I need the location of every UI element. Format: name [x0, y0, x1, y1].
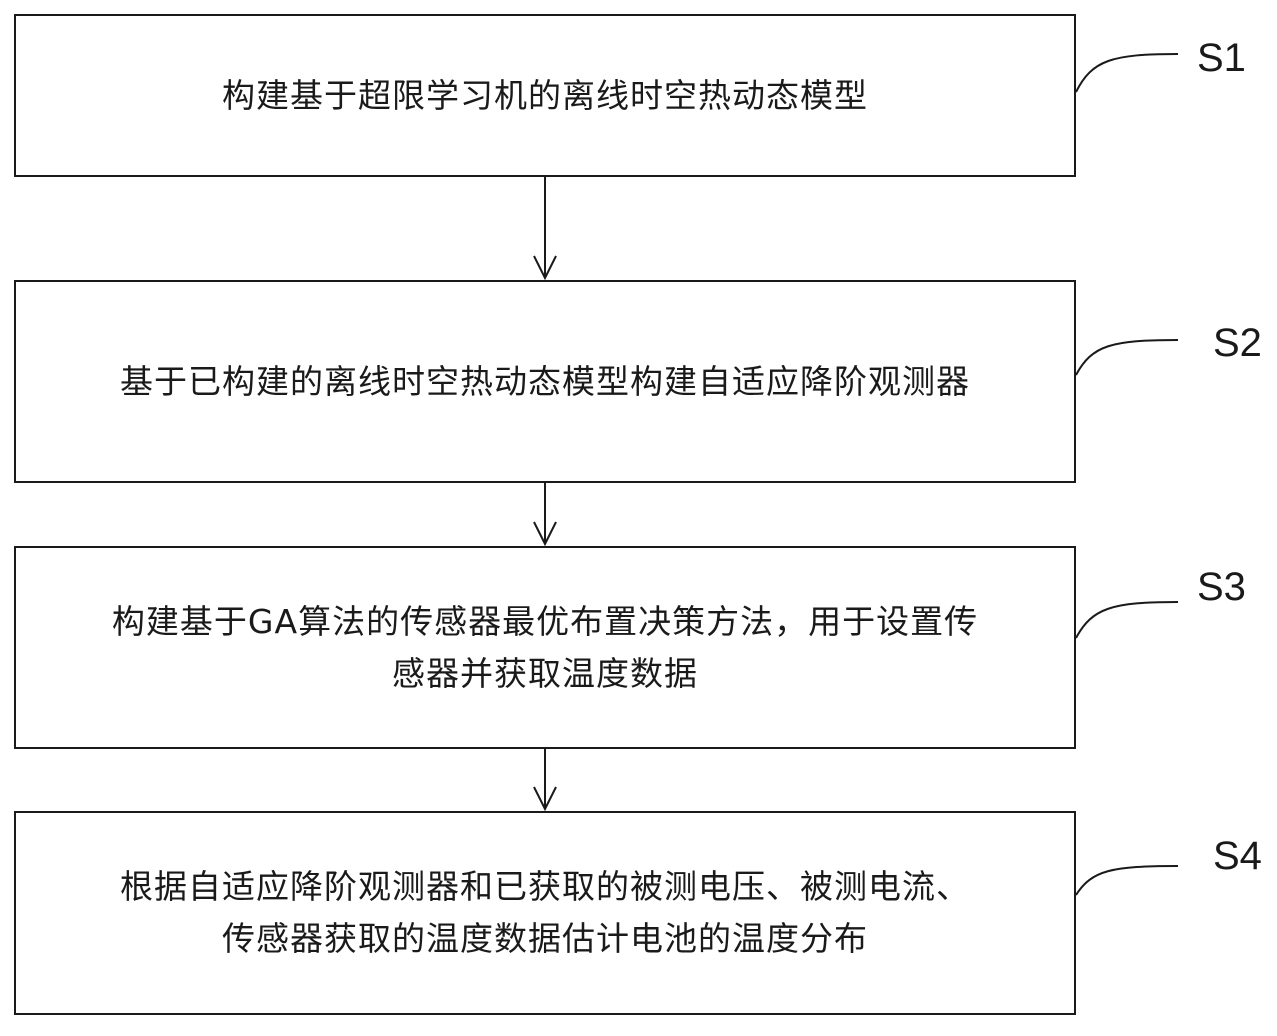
step-text-s4: 根据自适应降阶观测器和已获取的被测电压、被测电流、 传感器获取的温度数据估计电池…: [110, 861, 980, 965]
step-text-s1: 构建基于超限学习机的离线时空热动态模型: [212, 70, 878, 122]
step-label-s1: S1: [1197, 36, 1246, 80]
leader-s4: [1075, 865, 1179, 896]
leader-s1: [1075, 53, 1179, 93]
arrow-s2-to-s3-head: [533, 521, 557, 547]
arrow-s3-to-s4-head: [533, 786, 557, 812]
step-label-s2: S2: [1213, 321, 1262, 365]
leader-s2: [1075, 339, 1179, 376]
leader-s3: [1075, 601, 1179, 639]
step-box-s3: 构建基于GA算法的传感器最优布置决策方法，用于设置传 感器并获取温度数据: [14, 546, 1076, 749]
step-box-s1: 构建基于超限学习机的离线时空热动态模型: [14, 14, 1076, 177]
step-text-s3: 构建基于GA算法的传感器最优布置决策方法，用于设置传 感器并获取温度数据: [102, 596, 988, 700]
step-label-s3: S3: [1197, 565, 1246, 609]
step-box-s4: 根据自适应降阶观测器和已获取的被测电压、被测电流、 传感器获取的温度数据估计电池…: [14, 811, 1076, 1015]
step-text-s2: 基于已构建的离线时空热动态模型构建自适应降阶观测器: [110, 356, 980, 408]
arrow-s1-to-s2-head: [533, 255, 557, 281]
step-s4-line-2: 传感器获取的温度数据估计电池的温度分布: [222, 919, 868, 958]
step-label-s4: S4: [1213, 834, 1262, 878]
step-s2-line-1: 基于已构建的离线时空热动态模型构建自适应降阶观测器: [120, 361, 970, 401]
step-s1-line-1: 构建基于超限学习机的离线时空热动态模型: [222, 75, 868, 115]
step-s3-line-2: 感器并获取温度数据: [392, 653, 698, 693]
step-box-s2: 基于已构建的离线时空热动态模型构建自适应降阶观测器: [14, 280, 1076, 483]
step-s4-line-1: 根据自适应降阶观测器和已获取的被测电压、被测电流、: [120, 867, 970, 906]
step-s3-line-1: 构建基于GA算法的传感器最优布置决策方法，用于设置传: [111, 601, 979, 641]
